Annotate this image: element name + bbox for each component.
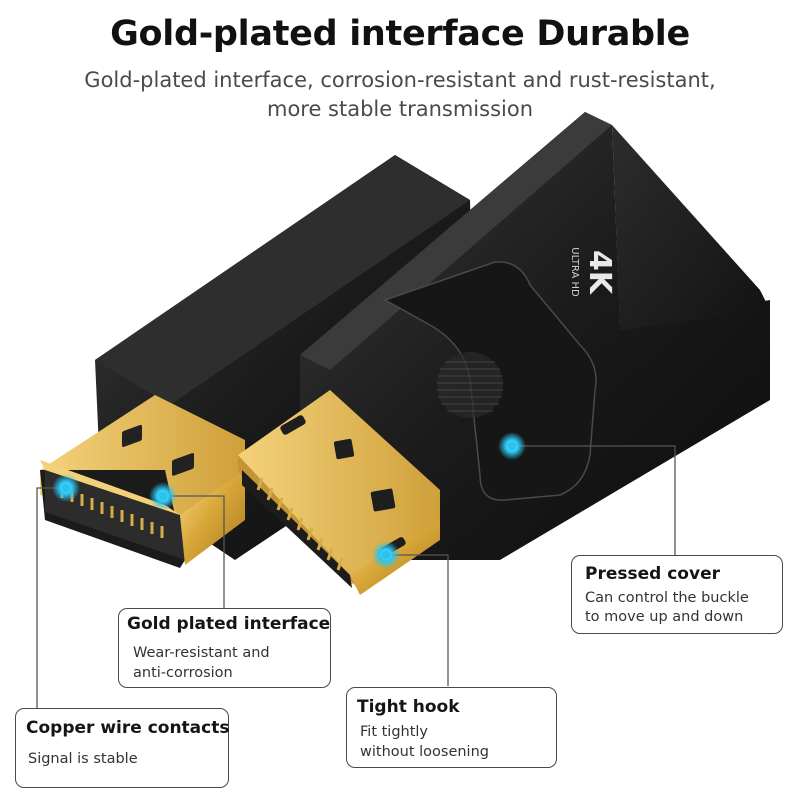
marker-pressed-cover (498, 432, 526, 460)
marker-gold-plated (149, 482, 177, 510)
callout-pressed-cover-line2: to move up and down (585, 609, 744, 625)
callout-tight-hook-title: Tight hook (357, 697, 460, 717)
marker-tight-hook (372, 541, 400, 569)
callout-tight-hook: Tight hook Fit tightly without loosening (346, 687, 557, 768)
callout-pressed-cover-title: Pressed cover (585, 564, 720, 584)
callout-copper-wire-line1: Signal is stable (28, 751, 138, 767)
callout-tight-hook-line1: Fit tightly (360, 724, 429, 740)
callout-gold-plated-line2: anti-corrosion (133, 665, 233, 681)
4k-badge: 4K ULTRA HD (569, 247, 617, 297)
right-gold-plug (238, 390, 440, 595)
leader-gold-plated (165, 495, 225, 608)
callout-tight-hook-line2: without loosening (360, 744, 489, 760)
badge-ultrahd-text: ULTRA HD (569, 247, 580, 297)
leader-tight-hook (388, 554, 449, 686)
subtitle-line-2: more stable transmission (266, 97, 534, 121)
badge-4k-text: 4K (582, 250, 617, 296)
callout-pressed-cover-line1: Can control the buckle (585, 590, 749, 606)
callout-gold-plated-line1: Wear-resistant and (133, 645, 270, 661)
marker-copper-wire (52, 474, 80, 502)
page-title: Gold-plated interface Durable (110, 14, 690, 54)
callout-copper-wire: Copper wire contacts Signal is stable (15, 708, 229, 788)
front-adapter-body (300, 112, 770, 560)
subtitle-line-1: Gold-plated interface, corrosion-resista… (84, 68, 716, 92)
markers (52, 432, 526, 569)
leader-pressed-cover (512, 445, 676, 555)
left-gold-plug (40, 395, 245, 568)
callout-gold-plated: Gold plated interface Wear-resistant and… (118, 608, 331, 688)
grip-texture (437, 352, 503, 418)
callout-gold-plated-title: Gold plated interface (127, 614, 331, 634)
callout-copper-wire-title: Copper wire contacts (26, 718, 230, 738)
callout-pressed-cover: Pressed cover Can control the buckle to … (571, 555, 783, 634)
